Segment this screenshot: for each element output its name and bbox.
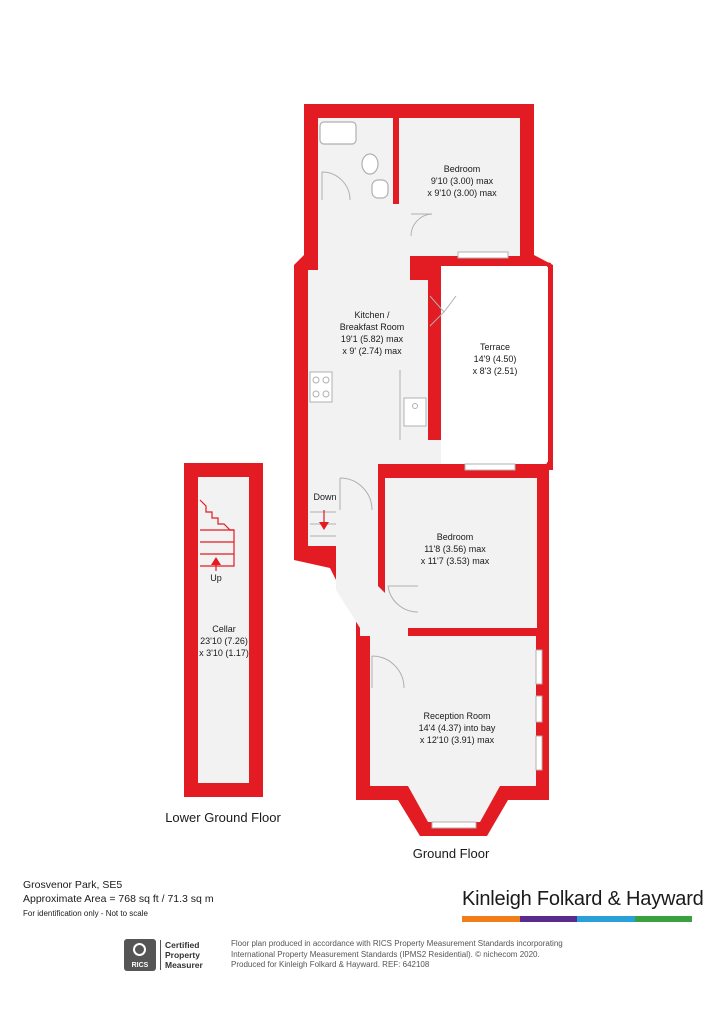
down-arrow-icon xyxy=(319,522,329,530)
address: Grosvenor Park, SE5 xyxy=(23,879,123,891)
kitchen-dim2: x 9' (2.74) max xyxy=(342,346,402,356)
bay-window xyxy=(431,821,477,829)
brand-color-orange xyxy=(462,916,520,922)
terrace-door-right xyxy=(443,295,457,313)
hallway-floor xyxy=(308,478,408,636)
bedroom-top-name: Bedroom xyxy=(444,164,481,174)
kitchen-dim1: 19'1 (5.82) max xyxy=(341,334,404,344)
reception-window xyxy=(535,649,543,685)
reception-dim1: 14'4 (4.37) into bay xyxy=(419,723,496,733)
stairs-up-label: Up xyxy=(210,573,222,583)
bedroom-mid-door xyxy=(387,585,419,613)
cellar-floor xyxy=(198,477,249,783)
bedroom-top-dim2: x 9'10 (3.00) max xyxy=(427,188,497,198)
doors xyxy=(321,171,457,689)
cellar-stairs xyxy=(199,499,235,567)
bathroom-fixtures xyxy=(319,121,389,199)
kitchen-name2: Breakfast Room xyxy=(340,322,405,332)
terrace-dim2: x 8'3 (2.51) xyxy=(473,366,518,376)
kitchen-hall-door xyxy=(339,477,373,511)
bedroom-mid-dim2: x 11'7 (3.53) max xyxy=(421,556,490,566)
ground-floor-title: Ground Floor xyxy=(413,846,490,860)
rics-certification: Certified Property Measurer xyxy=(160,940,203,970)
brand-colorbar xyxy=(462,916,692,922)
brand-color-purple xyxy=(519,916,577,922)
reception-name: Reception Room xyxy=(423,711,490,721)
terrace-post xyxy=(546,262,552,268)
identification-note: For identification only - Not to scale xyxy=(23,909,148,918)
hob xyxy=(309,371,333,403)
bathroom-door xyxy=(321,171,351,201)
brand-color-blue xyxy=(577,916,635,922)
terrace-window xyxy=(457,251,509,259)
floor-plan: Up Cellar 23'10 (7.26) x 3'10 (1.17) xyxy=(165,104,553,860)
brand-color-green xyxy=(634,916,692,922)
agency-brand: Kinleigh Folkard & Hayward xyxy=(462,888,704,910)
cellar-dim2: x 3'10 (1.17) xyxy=(199,648,249,658)
cellar: Up Cellar 23'10 (7.26) x 3'10 (1.17) xyxy=(184,463,263,797)
bedroom-top-floor xyxy=(399,118,520,256)
bathtub xyxy=(319,121,357,145)
bedroom-mid-window xyxy=(464,463,516,471)
terrace-dim1: 14'9 (4.50) xyxy=(474,354,517,364)
terrace-floor xyxy=(441,266,549,464)
cellar-dim1: 23'10 (7.26) xyxy=(200,636,248,646)
approximate-area: Approximate Area = 768 sq ft / 71.3 sq m xyxy=(23,893,214,905)
rics-logo-icon: RICS xyxy=(124,939,156,971)
rics-badge: RICS Certified Property Measurer xyxy=(124,938,222,972)
bedroom-mid-name: Bedroom xyxy=(437,532,474,542)
bedroom-mid-floor xyxy=(385,478,537,628)
sink xyxy=(403,397,427,427)
terrace-name: Terrace xyxy=(480,342,510,352)
cellar-name: Cellar xyxy=(212,624,236,634)
rics-logo-text: RICS xyxy=(131,962,149,969)
bedroom-mid-dim1: 11'8 (3.56) max xyxy=(424,544,486,554)
disclaimer: Floor plan produced in accordance with R… xyxy=(231,939,563,969)
basin xyxy=(371,179,389,199)
stairs-down-label: Down xyxy=(313,492,336,502)
lower-ground-floor-title: Lower Ground Floor xyxy=(165,810,281,825)
reception-window xyxy=(535,735,543,771)
toilet xyxy=(361,153,379,175)
reception-floor xyxy=(370,636,536,822)
reception-window xyxy=(535,695,543,723)
windows xyxy=(431,251,543,829)
property-info: Grosvenor Park, SE5 Approximate Area = 7… xyxy=(23,878,214,921)
bedroom-top-door xyxy=(410,213,433,237)
kitchen-name1: Kitchen / xyxy=(354,310,390,320)
reception-dim2: x 12'10 (3.91) max xyxy=(420,735,495,745)
ground-floor: Down Bedroom 9'10 (3.00) max x 9'10 (3.0… xyxy=(294,104,553,836)
kitchen-fixtures xyxy=(309,370,427,440)
terrace-post xyxy=(546,461,552,467)
up-arrow-icon xyxy=(211,557,221,565)
reception-door xyxy=(371,655,405,689)
bedroom-top-dim1: 9'10 (3.00) max xyxy=(431,176,494,186)
